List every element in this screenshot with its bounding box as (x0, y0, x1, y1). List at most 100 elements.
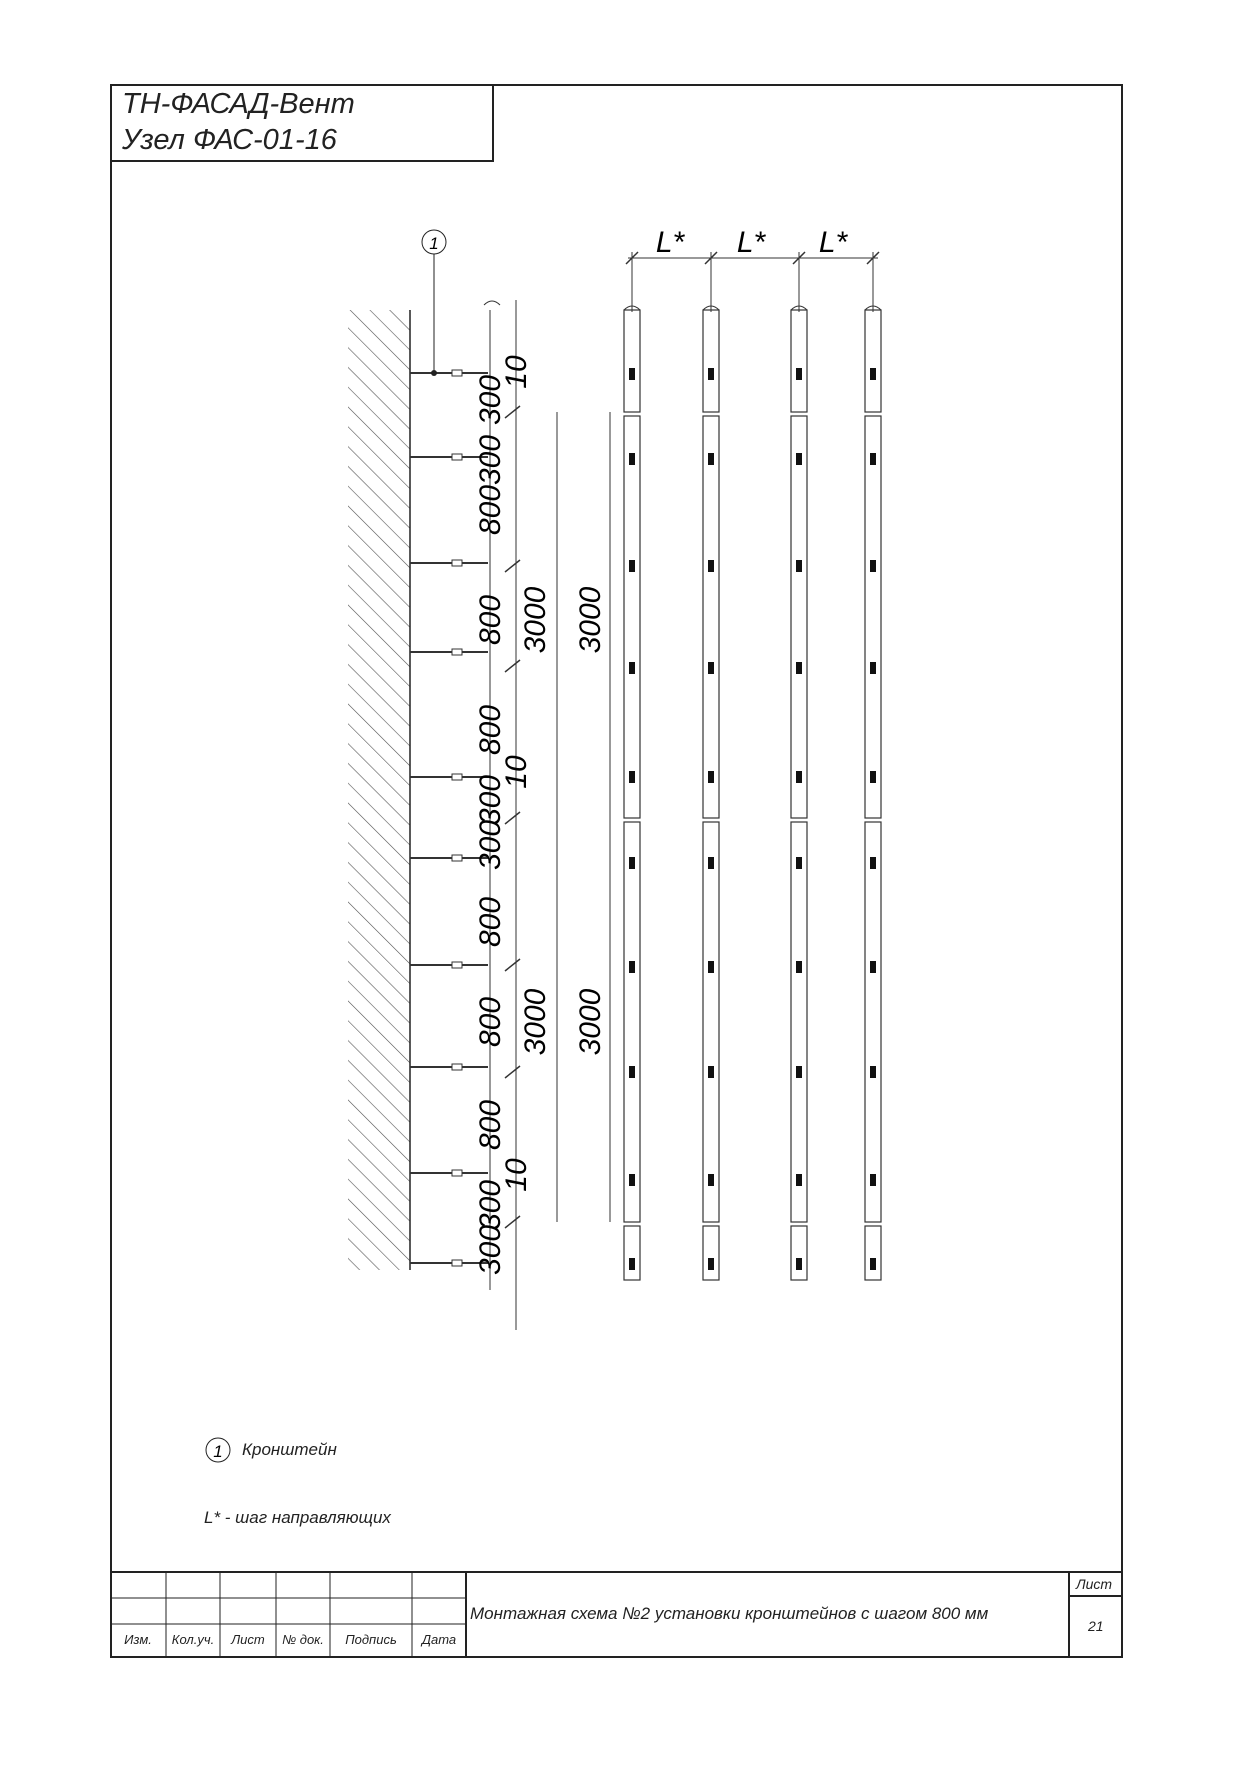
rail-fastener (708, 961, 714, 973)
bracket-clip (451, 1063, 463, 1071)
guide-rail-segment (790, 821, 808, 1223)
stamp-col-date: Дата (421, 1632, 457, 1647)
guide-rail-group (623, 251, 882, 1281)
drawing-frame (110, 84, 1123, 1658)
rail-fastener (708, 1066, 714, 1078)
rail-fastener (870, 1258, 876, 1270)
left-dim-8: 300 (474, 775, 507, 825)
stamp-sheet-label: Лист (1076, 1576, 1113, 1592)
bracket-clip (451, 1169, 463, 1177)
guide-rail-segment (623, 821, 641, 1223)
rail-fastener (629, 662, 635, 674)
left-dim-10: 800 (474, 897, 507, 947)
rail-fastener (870, 1174, 876, 1186)
left-dim-12: 800 (474, 1100, 507, 1150)
guide-rail-segment (790, 415, 808, 819)
rail-fastener (708, 560, 714, 572)
guide-rail-segment (702, 309, 720, 413)
left-dim-14: 300 (474, 1180, 507, 1230)
guide-rail-segment (790, 309, 808, 413)
step-label-1: L* (656, 226, 686, 259)
stamp-col-doc: № док. (282, 1632, 324, 1647)
callout-number: 1 (429, 234, 438, 253)
rail-fastener (708, 662, 714, 674)
dim-tick (504, 659, 521, 673)
rail-fastener (708, 771, 714, 783)
guide-rail-segment (864, 1225, 882, 1281)
rail-fastener (629, 453, 635, 465)
bracket-clip (451, 648, 463, 656)
bracket-clip (451, 453, 463, 461)
left-dim-5: 800 (474, 595, 507, 645)
left-dim-6: 800 (474, 705, 507, 755)
guide-rail-segment (864, 309, 882, 413)
rail-fastener (870, 368, 876, 380)
rail-fastener (796, 1066, 802, 1078)
rail-fastener (629, 368, 635, 380)
rail-fastener (870, 771, 876, 783)
bracket-clip (451, 961, 463, 969)
guide-rail-segment (864, 821, 882, 1223)
rail-fastener (629, 560, 635, 572)
rail-fastener (870, 857, 876, 869)
rail-fastener (796, 662, 802, 674)
dim-3000-guide-2: 3000 (574, 988, 607, 1055)
left-dimension-group: 1030030080080080010300300800800800103003… (474, 355, 533, 1275)
stamp-sheet-number: 21 (1088, 1618, 1104, 1634)
guide-rail-segment (702, 1225, 720, 1281)
legend-circle (205, 1437, 231, 1463)
left-dim-11: 800 (474, 997, 507, 1047)
stamp-col-sign: Подпись (345, 1632, 397, 1647)
stamp-grid (110, 1571, 1123, 1656)
stamp-col-list: Лист (231, 1632, 265, 1647)
guide-rail-segment (790, 1225, 808, 1281)
guide-rail-segment (702, 415, 720, 819)
rail-fastener (796, 1258, 802, 1270)
dim-tick (504, 958, 521, 972)
left-dim-4: 800 (474, 485, 507, 535)
left-dim-3: 300 (474, 435, 507, 485)
left-dim-15: 300 (474, 1225, 507, 1275)
rail-fastener (870, 961, 876, 973)
guide-rail-segment (864, 415, 882, 819)
series-title: ТН-ФАСАД-Вент (122, 88, 355, 120)
stamp-document-title: Монтажная схема №2 установки кронштейнов… (470, 1604, 989, 1623)
rail-fastener (629, 1174, 635, 1186)
step-label-3: L* (819, 226, 849, 259)
rail-fastener (796, 453, 802, 465)
dim-tick (504, 405, 521, 419)
rail-fastener (708, 453, 714, 465)
rail-fastener (796, 857, 802, 869)
guide-rail-segment (702, 821, 720, 1223)
bracket-clip (451, 1259, 463, 1267)
title-block (110, 84, 494, 162)
stamp-col-izm: Изм. (124, 1632, 152, 1647)
rail-fastener (870, 453, 876, 465)
legend-number: 1 (213, 1442, 222, 1461)
dim-3000-left-1: 3000 (519, 586, 552, 653)
step-label-2: L* (737, 226, 767, 259)
dim-tick (504, 811, 521, 825)
rail-fastener (870, 662, 876, 674)
rail-fastener (796, 961, 802, 973)
bracket-group (410, 369, 488, 1267)
left-dim-7: 10 (500, 755, 533, 789)
rail-fastener (629, 1258, 635, 1270)
rail-fastener (629, 961, 635, 973)
bracket-clip (451, 559, 463, 567)
left-dim-2: 300 (474, 375, 507, 425)
dim-3000-left-2: 3000 (519, 988, 552, 1055)
stamp-subgrid (110, 1572, 466, 1656)
rail-fastener (796, 771, 802, 783)
bracket-clip (451, 773, 463, 781)
note-step: L* - шаг направляющих (204, 1508, 391, 1527)
break-mark (483, 300, 501, 306)
dim-tick (504, 559, 521, 573)
rail-fastener (708, 1174, 714, 1186)
rail-fastener (870, 1066, 876, 1078)
rail-fastener (708, 857, 714, 869)
bracket-clip (451, 369, 463, 377)
node-title: Узел ФАС-01-16 (122, 124, 337, 156)
